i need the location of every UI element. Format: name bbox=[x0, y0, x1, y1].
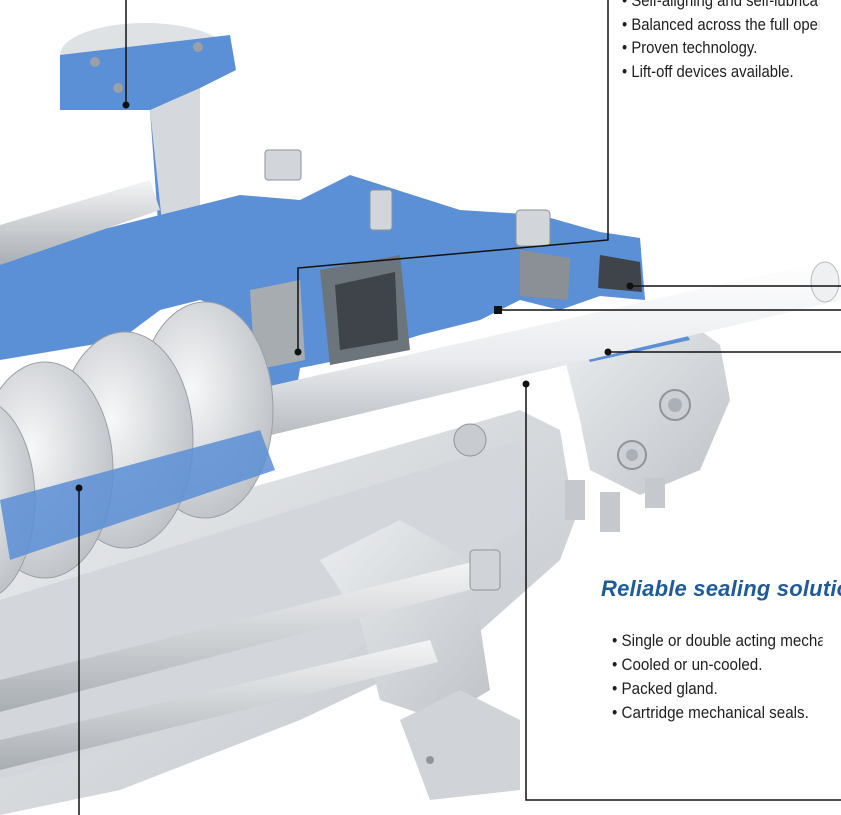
sealing-option-item: • Packed gland. bbox=[612, 680, 718, 698]
pump-shaft bbox=[230, 261, 841, 440]
bearing-feature-item: • Balanced across the full operating ran… bbox=[622, 15, 819, 34]
bearing-feature-item: • Self-aligning and self-lubricating bea… bbox=[622, 0, 819, 10]
sealing-options-list: • Single or double acting mechanical sea… bbox=[612, 629, 823, 725]
impellers bbox=[0, 250, 275, 594]
callout-leader-lines bbox=[78, 0, 841, 815]
sealing-option-item: • Cooled or un-cooled. bbox=[612, 656, 763, 674]
casing-cutaway bbox=[0, 175, 645, 430]
sealing-option-item: • Cartridge mechanical seals. bbox=[612, 704, 809, 722]
bearing-feature-item: • Proven technology. bbox=[622, 39, 758, 57]
callout-markers bbox=[75, 101, 634, 492]
lower-tie-rods bbox=[0, 549, 501, 770]
bearing-feature-item: • Lift-off devices available. bbox=[622, 62, 794, 81]
adjustment-knobs bbox=[264, 149, 551, 457]
sealing-heading: Reliable sealing solutions bbox=[601, 576, 841, 601]
sealing-option-item: • Single or double acting mechanical sea… bbox=[612, 632, 823, 650]
bearing-features-list: • Self-aligning and self-lubricating bea… bbox=[622, 0, 819, 84]
upper-tie-rod bbox=[0, 180, 160, 265]
